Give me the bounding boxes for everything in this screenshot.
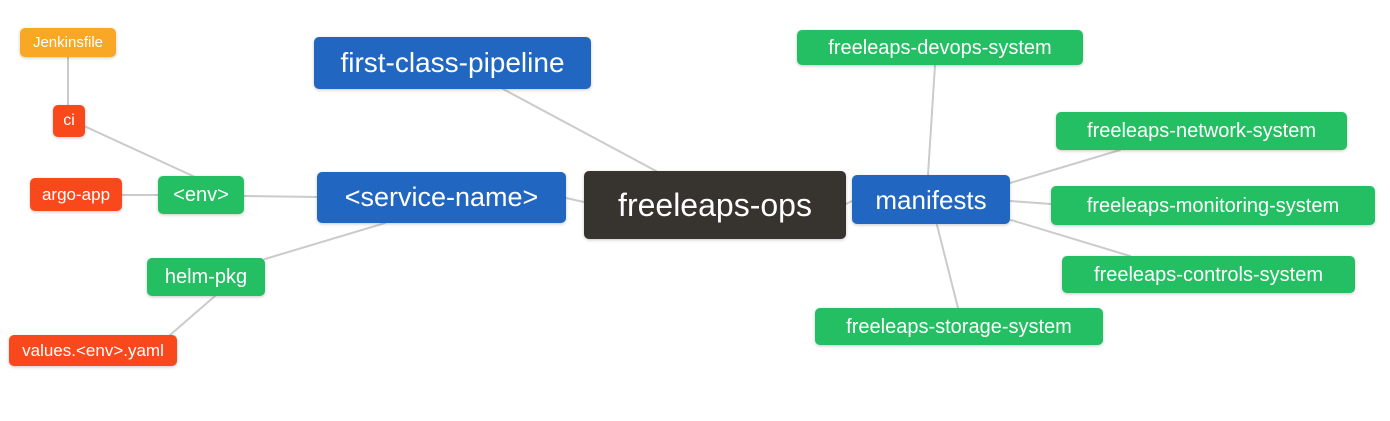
node-freeleaps-ops[interactable]: freeleaps-ops [584, 171, 846, 239]
node-manifests[interactable]: manifests [852, 175, 1010, 224]
edge-first-class-pipeline--freeleaps-ops [502, 88, 657, 172]
node-jenkinsfile[interactable]: Jenkinsfile [20, 28, 116, 57]
edge-manifests--freeleaps-storage-system [936, 224, 959, 309]
node-freeleaps-controls-system[interactable]: freeleaps-controls-system [1062, 256, 1355, 293]
node-freeleaps-storage-system[interactable]: freeleaps-storage-system [815, 308, 1103, 345]
edge-manifests--freeleaps-monitoring-system [1009, 200, 1052, 205]
edge-manifests--freeleaps-network-system [1009, 149, 1121, 184]
node-freeleaps-monitoring-system[interactable]: freeleaps-monitoring-system [1051, 186, 1375, 225]
edge-freeleaps-ops--manifests [845, 200, 853, 205]
node-first-class-pipeline[interactable]: first-class-pipeline [314, 37, 591, 89]
node-helm-pkg[interactable]: helm-pkg [147, 258, 265, 296]
edge-service-name--freeleaps-ops [565, 197, 585, 203]
node-argo-app[interactable]: argo-app [30, 178, 122, 211]
edge-freeleaps-devops-system--manifests [927, 64, 936, 176]
edge-env--service-name [243, 195, 318, 198]
node-values-env-yaml[interactable]: values.<env>.yaml [9, 335, 177, 366]
edge-service-name--helm-pkg [264, 222, 386, 260]
edge-ci--env [83, 125, 196, 178]
node-freeleaps-network-system[interactable]: freeleaps-network-system [1056, 112, 1347, 150]
edge-manifests--freeleaps-controls-system [1010, 219, 1131, 257]
node-ci[interactable]: ci [53, 105, 85, 137]
node-service-name[interactable]: <service-name> [317, 172, 566, 223]
edge-helm-pkg--values-env-yaml [169, 295, 216, 336]
node-freeleaps-devops-system[interactable]: freeleaps-devops-system [797, 30, 1083, 65]
node-env[interactable]: <env> [158, 176, 244, 214]
